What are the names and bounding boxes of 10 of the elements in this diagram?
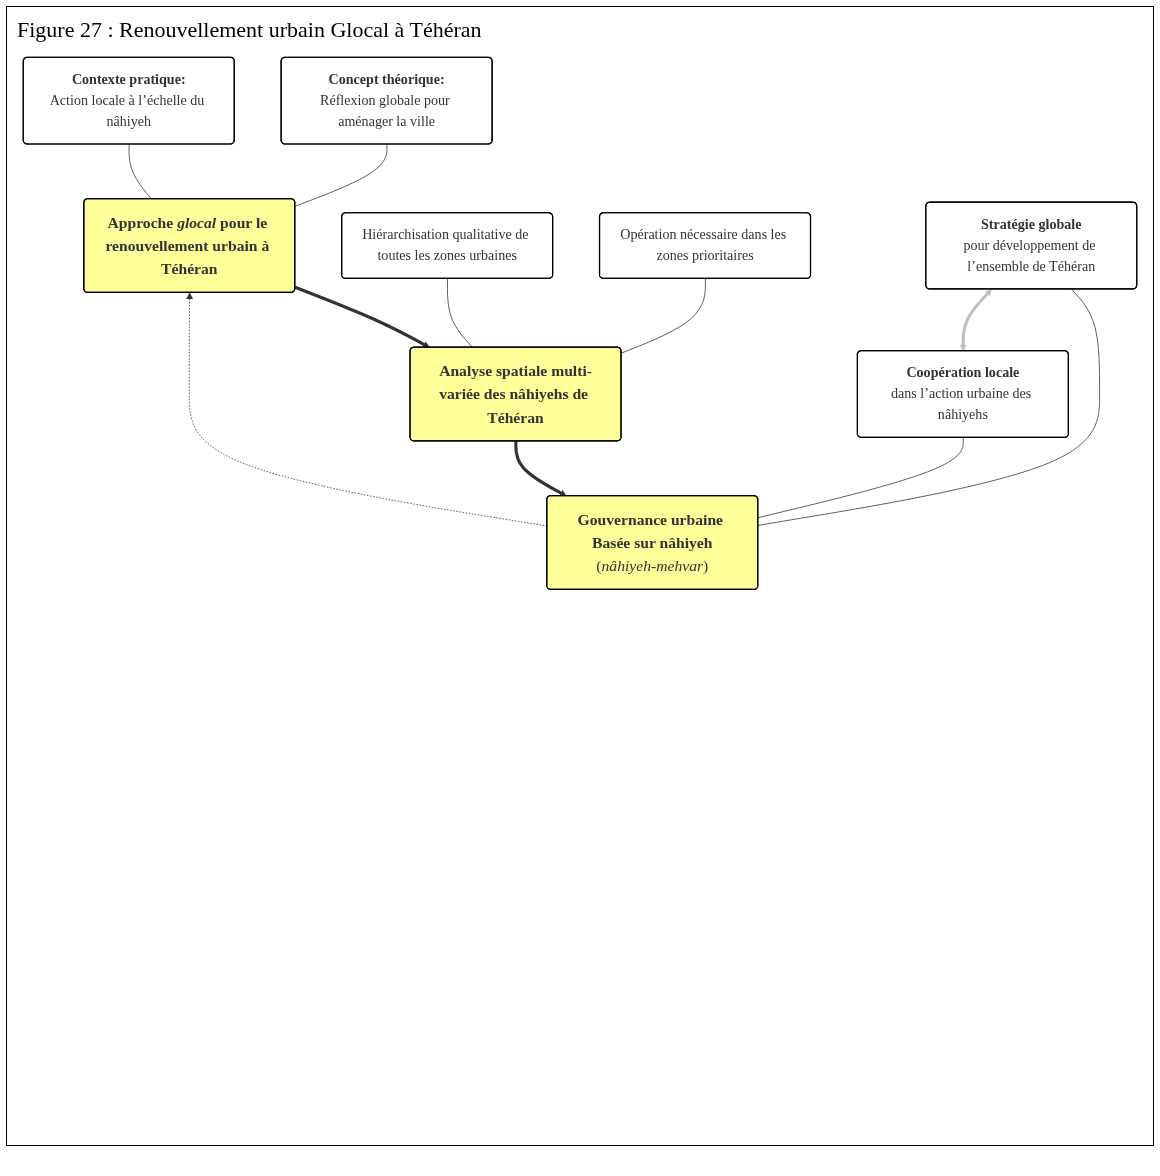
connector xyxy=(757,288,1100,526)
connector xyxy=(757,437,964,519)
arrow xyxy=(959,289,992,352)
connector xyxy=(128,144,152,200)
figure-title: Figure 27 : Renouvellement urbain Glocal à Téhéran xyxy=(17,17,483,43)
connector xyxy=(447,278,474,348)
arrow xyxy=(514,441,567,497)
connector xyxy=(294,144,388,207)
arrow xyxy=(294,285,430,348)
connector xyxy=(621,278,706,354)
